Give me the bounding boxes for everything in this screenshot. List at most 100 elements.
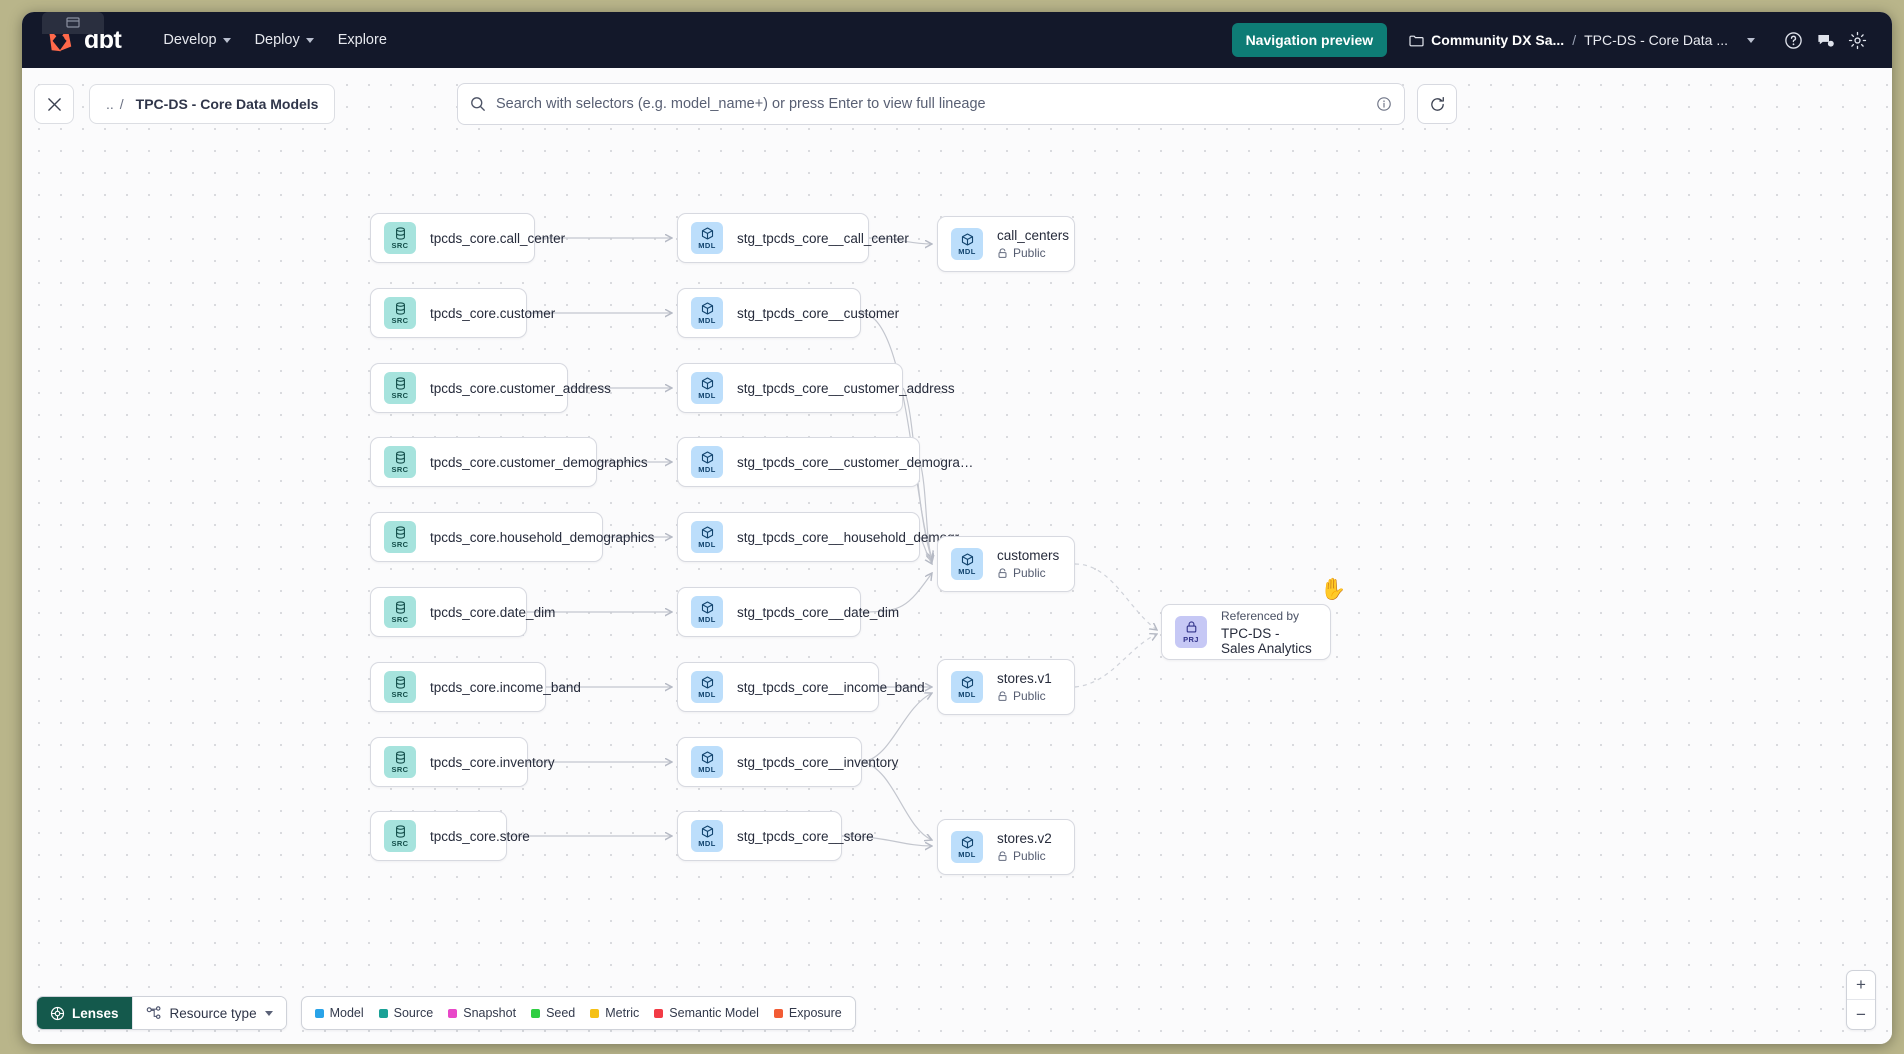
node-label: tpcds_core.customer_address — [430, 380, 611, 396]
resource-type-icon — [146, 1005, 160, 1019]
zoom-out-button[interactable]: − — [1856, 1004, 1866, 1024]
legend-item-6[interactable]: Exposure — [773, 1006, 842, 1020]
breadcrumb-separator: / — [1572, 32, 1577, 48]
node-type-badge-src: SRC — [384, 596, 416, 628]
chevron-down-icon — [222, 37, 231, 43]
legend-item-4[interactable]: Metric — [590, 1006, 639, 1020]
node-type-badge-mdl: MDL — [951, 548, 983, 580]
node-type-badge-mdl: MDL — [951, 671, 983, 703]
node-type-badge-src: SRC — [384, 446, 416, 478]
nav-item-deploy[interactable]: Deploy — [243, 24, 326, 56]
node-label: tpcds_core.inventory — [430, 754, 555, 770]
breadcrumb-project[interactable]: Community DX Sa... — [1409, 32, 1564, 48]
node-type-badge-src: SRC — [384, 746, 416, 778]
legend-item-3[interactable]: Seed — [531, 1006, 575, 1020]
refresh-icon — [1430, 96, 1444, 111]
lineage-node-staging-3[interactable]: MDL stg_tpcds_core__customer_demogra… — [677, 437, 973, 487]
folder-icon — [1409, 35, 1424, 46]
node-type-badge-src: SRC — [384, 521, 416, 553]
canvas-toolbar: .. / TPC-DS - Core Data Models — [22, 68, 1892, 140]
node-access: Public — [997, 849, 1052, 863]
help-circle-icon[interactable] — [1778, 25, 1808, 55]
legend-swatch — [773, 1008, 783, 1018]
info-icon[interactable] — [1376, 96, 1392, 112]
lineage-node-sources-4[interactable]: SRC tpcds_core.household_demographics — [370, 512, 654, 562]
breadcrumb-slash: / — [119, 96, 124, 112]
legend-item-2[interactable]: Snapshot — [448, 1006, 516, 1020]
bottom-toolbar: Lenses Resource type Model Source Snapshot… — [36, 996, 856, 1030]
legend-swatch — [448, 1008, 458, 1018]
legend-label: Model — [329, 1006, 364, 1020]
legend-swatch — [314, 1008, 324, 1018]
node-label: stg_tpcds_core__call_center — [737, 230, 909, 246]
node-type-badge-mdl: MDL — [691, 446, 723, 478]
breadcrumb-chevron-down-icon[interactable] — [1736, 25, 1766, 55]
node-type-badge-src: SRC — [384, 222, 416, 254]
node-label: tpcds_core.store — [430, 828, 530, 844]
lenses-button[interactable]: Lenses — [37, 997, 132, 1029]
topnav-breadcrumb: Community DX Sa... / TPC-DS - Core Data … — [1409, 25, 1766, 55]
lineage-breadcrumb[interactable]: .. / TPC-DS - Core Data Models — [89, 84, 336, 124]
node-label: stg_tpcds_core__date_dim — [737, 604, 900, 620]
node-access: Public — [997, 566, 1059, 580]
lineage-edges — [507, 68, 1892, 1044]
navigation-preview-button[interactable]: Navigation preview — [1231, 23, 1388, 57]
window-icon — [66, 17, 80, 28]
node-label: stg_tpcds_core__store — [737, 828, 874, 844]
search-box[interactable] — [457, 83, 1405, 125]
refresh-button[interactable] — [1417, 84, 1457, 124]
lenses-label: Lenses — [72, 1005, 119, 1021]
resource-type-label: Resource type — [169, 1005, 257, 1021]
node-label: stg_tpcds_core__income_band — [737, 679, 925, 695]
legend-item-0[interactable]: Model — [314, 1006, 364, 1020]
chevron-down-icon — [1747, 37, 1755, 43]
search-input[interactable] — [496, 96, 1366, 112]
nav-item-explore[interactable]: Explore — [326, 24, 399, 56]
close-icon — [47, 97, 61, 111]
node-label: tpcds_core.household_demographics — [430, 529, 655, 545]
breadcrumb-environment[interactable]: TPC-DS - Core Data ... — [1584, 32, 1728, 48]
feedback-icon[interactable] — [1810, 25, 1840, 55]
lineage-node-sources-7[interactable]: SRC tpcds_core.inventory — [370, 737, 555, 787]
gear-icon[interactable] — [1842, 25, 1872, 55]
lens-icon — [50, 1006, 65, 1020]
legend-item-1[interactable]: Source — [378, 1006, 434, 1020]
lineage-node-staging-8[interactable]: MDL stg_tpcds_core__store — [677, 811, 874, 861]
close-button[interactable] — [34, 84, 74, 124]
nav-item-develop[interactable]: Develop — [151, 24, 242, 56]
node-type-badge-mdl: MDL — [691, 820, 723, 852]
topnav-icons — [1778, 25, 1872, 55]
legend-label: Source — [393, 1006, 434, 1020]
zoom-in-button[interactable]: + — [1847, 971, 1875, 1000]
node-type-badge-prj: PRJ — [1175, 616, 1207, 648]
resource-type-dropdown[interactable]: Resource type — [131, 997, 286, 1029]
zoom-controls: + − — [1846, 970, 1876, 1030]
node-label: stg_tpcds_core__customer_demogra… — [737, 454, 974, 470]
node-type-badge-src: SRC — [384, 297, 416, 329]
legend-item-5[interactable]: Semantic Model — [654, 1006, 759, 1020]
